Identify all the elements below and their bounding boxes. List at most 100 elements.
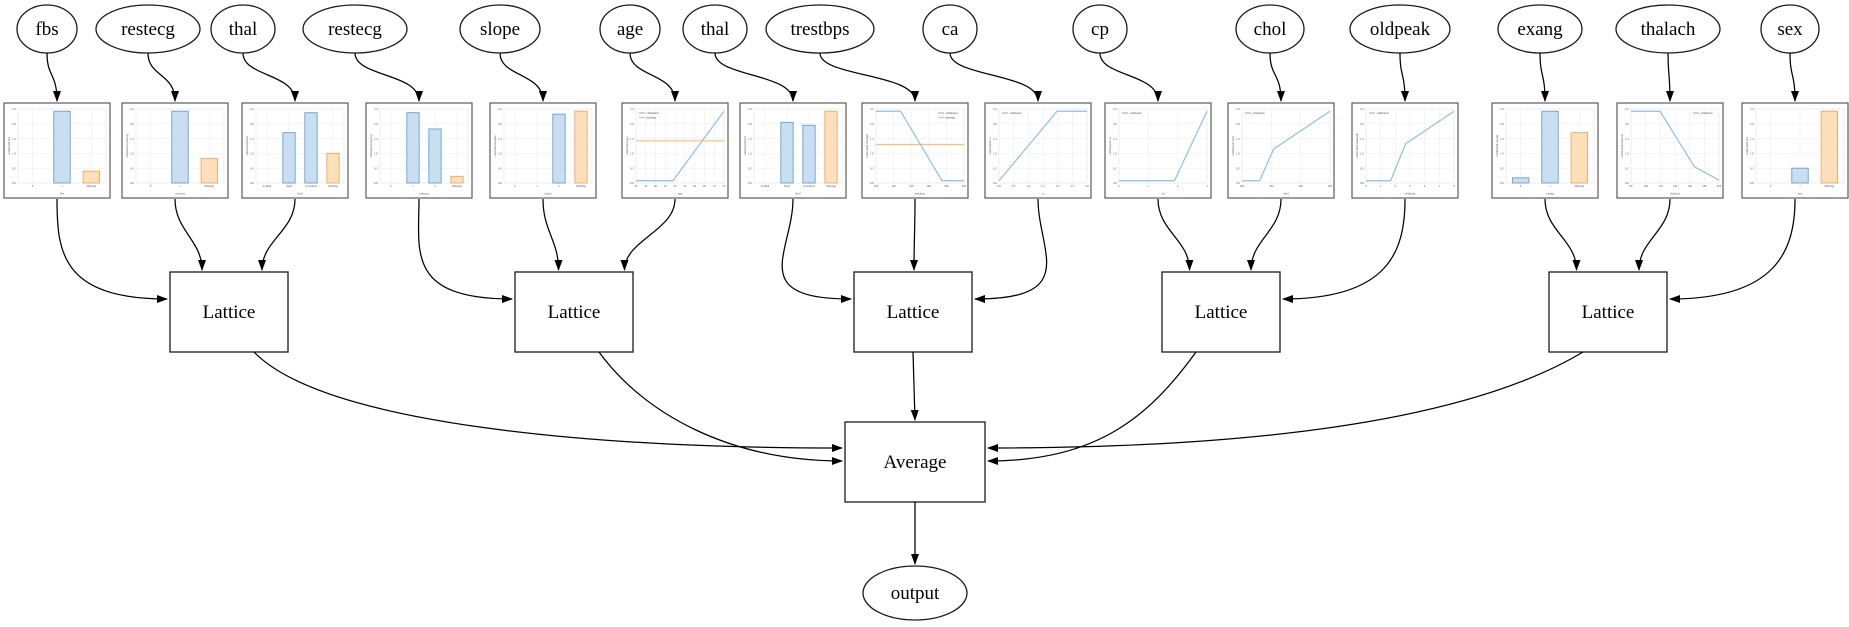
edge-calibrator-to-lattice xyxy=(620,198,676,271)
x-axis-label: trestbps xyxy=(915,192,926,196)
x-tick-label: 0 xyxy=(390,184,392,188)
edge-calibrator-to-lattice xyxy=(1247,198,1282,271)
legend-label: calibrated xyxy=(647,111,659,115)
y-axis-label: calibrated thal xyxy=(245,136,249,155)
x-tick-label: 65 xyxy=(703,184,707,188)
bar-1 xyxy=(1791,167,1809,184)
bar-Missing xyxy=(450,175,464,184)
feature-node-oldpeak: oldpeak xyxy=(1349,4,1451,54)
y-tick-label: 0.0 xyxy=(498,181,502,185)
y-tick-label: 0.0 xyxy=(1625,181,1629,185)
y-tick-label: 1.0 xyxy=(748,152,752,156)
y-tick-label: 0.5 xyxy=(1236,166,1240,170)
y-tick-label: 2.5 xyxy=(1360,107,1364,111)
x-axis-label: thal xyxy=(795,192,800,196)
y-tick-label: 0.5 xyxy=(630,166,634,170)
bar-Missing xyxy=(824,110,838,184)
feature-label: thal xyxy=(701,19,730,40)
y-tick-label: 1.0 xyxy=(130,152,134,156)
lattice-node-4: Lattice xyxy=(1161,271,1281,353)
feature-label: age xyxy=(617,19,643,40)
feature-node-thal: thal xyxy=(210,4,276,54)
x-tick-label: 200 xyxy=(962,184,967,188)
y-tick-label: 1.5 xyxy=(1625,137,1629,141)
x-tick-label: 100 xyxy=(874,184,879,188)
output-label: output xyxy=(891,583,940,604)
x-tick-label: 0 xyxy=(1770,184,1772,188)
y-tick-label: 1.5 xyxy=(1360,137,1364,141)
y-tick-label: 1.0 xyxy=(498,152,502,156)
y-tick-label: 0.0 xyxy=(1500,181,1504,185)
y-tick-label: 1.0 xyxy=(1625,152,1629,156)
y-tick-label: 1.0 xyxy=(1236,152,1240,156)
edge-calibrator-to-lattice xyxy=(974,198,1048,303)
y-tick-label: 1.5 xyxy=(1236,137,1240,141)
lattice-label: Lattice xyxy=(1195,302,1248,323)
feature-label: ca xyxy=(942,19,959,40)
y-tick-label: 0.0 xyxy=(374,181,378,185)
edge-calibrator-to-lattice xyxy=(1635,198,1671,271)
x-tick-label: 2 xyxy=(434,184,436,188)
bar-Missing xyxy=(1820,110,1838,184)
feature-label: thalach xyxy=(1641,19,1696,40)
bar-reversible xyxy=(802,124,816,184)
x-tick-label: 140 xyxy=(1673,184,1678,188)
feature-node-slope: slope xyxy=(459,4,541,54)
y-tick-label: 2.0 xyxy=(250,122,254,126)
y-tick-label: 1.5 xyxy=(250,137,254,141)
x-tick-label: 180 xyxy=(1702,184,1707,188)
y-tick-label: 2.5 xyxy=(1750,107,1754,111)
y-tick-label: 1.5 xyxy=(498,137,502,141)
y-tick-label: 2.5 xyxy=(1236,107,1240,111)
y-tick-label: 2.0 xyxy=(1625,122,1629,126)
x-tick-label: 1 xyxy=(536,184,538,188)
x-tick-label: 1 xyxy=(179,184,181,188)
y-tick-label: 0.5 xyxy=(1625,166,1629,170)
x-tick-label: fixed xyxy=(784,184,791,188)
y-tick-label: 2.5 xyxy=(498,107,502,111)
y-tick-label: 1.0 xyxy=(870,152,874,156)
y-tick-label: 2.0 xyxy=(1113,122,1117,126)
y-axis-label: calibrated slope xyxy=(493,135,497,157)
y-tick-label: 0.0 xyxy=(1360,181,1364,185)
edge-feature-to-calibrator xyxy=(499,52,547,102)
y-tick-label: 0.5 xyxy=(130,166,134,170)
x-tick-label: fixed xyxy=(286,184,293,188)
y-tick-label: 2.0 xyxy=(1750,122,1754,126)
edge-feature-to-calibrator xyxy=(354,52,423,102)
x-tick-label: Missing xyxy=(1574,184,1584,188)
x-tick-label: reversible xyxy=(803,184,815,188)
lattice-box xyxy=(169,271,289,353)
y-tick-label: 0.5 xyxy=(1750,166,1754,170)
x-axis-label: slope xyxy=(544,192,552,196)
average-box xyxy=(844,421,986,503)
x-tick-label: 200 xyxy=(1717,184,1722,188)
y-tick-label: 1.0 xyxy=(1360,152,1364,156)
calibration-curve xyxy=(998,110,1087,182)
x-axis-label: age xyxy=(678,192,683,196)
feature-node-fbs: fbs xyxy=(16,4,78,54)
y-axis-label: calibrated trestbps xyxy=(865,133,869,158)
x-tick-label: 1 xyxy=(1549,184,1551,188)
y-tick-label: 2.0 xyxy=(1500,122,1504,126)
edge-feature-to-calibrator xyxy=(1789,52,1799,102)
y-axis-label: calibrated chol xyxy=(1231,136,1235,156)
y-tick-label: 2.5 xyxy=(1500,107,1504,111)
y-tick-label: 0.5 xyxy=(870,166,874,170)
calibration-curve xyxy=(1242,110,1331,182)
x-tick-label: 80 xyxy=(1630,184,1634,188)
y-tick-label: 2.0 xyxy=(130,122,134,126)
y-tick-label: 2.0 xyxy=(12,122,16,126)
y-tick-label: 1.5 xyxy=(748,137,752,141)
x-tick-label: 75 xyxy=(723,184,727,188)
x-tick-label: Missing xyxy=(86,184,96,188)
feature-label: exang xyxy=(1517,19,1563,40)
y-axis-label: calibrated cp xyxy=(1108,137,1112,155)
y-tick-label: 0.0 xyxy=(12,181,16,185)
x-tick-label: 4 xyxy=(1424,184,1426,188)
edge-calibrator-to-lattice xyxy=(1669,198,1796,303)
